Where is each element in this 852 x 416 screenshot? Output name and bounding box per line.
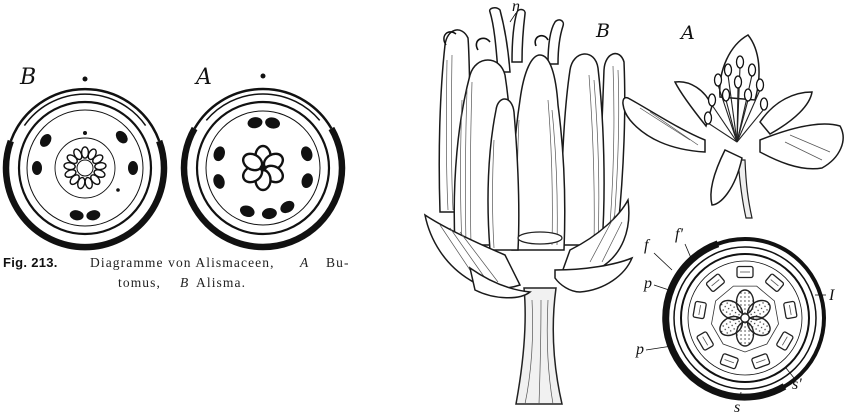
petal-lower — [711, 150, 742, 205]
leader-line — [685, 244, 691, 258]
label-f: f — [644, 237, 651, 254]
receptacle-cup — [518, 232, 562, 244]
receptacle-center — [741, 314, 749, 322]
anther — [749, 64, 756, 76]
label-p: p — [643, 275, 652, 292]
stamen-mark — [113, 129, 130, 146]
leader-line — [654, 253, 672, 270]
figure-caption: Fig. 213. Diagramme von Alismaceen, A Bu- t… — [3, 255, 350, 290]
style-filament — [548, 20, 563, 64]
anther — [757, 79, 764, 91]
caption-text: Diagramme von Alismaceen, — [90, 255, 275, 270]
small-dot — [116, 188, 120, 192]
stamen-mark — [212, 173, 227, 191]
caption-italic-letter: A — [299, 255, 309, 270]
diagram-a-label: A — [194, 65, 212, 90]
flower-stem — [738, 160, 752, 218]
axis-dot — [261, 74, 266, 79]
anther — [723, 89, 730, 101]
stamen-mark — [299, 145, 314, 163]
anther — [715, 74, 722, 86]
stamen-mark — [238, 203, 256, 218]
caption-line-2: tomus, B Alisma. — [118, 275, 246, 290]
flower-stem — [516, 288, 562, 404]
caption-text: tomus, — [118, 275, 161, 290]
anther — [705, 112, 712, 124]
stamen-mark — [261, 207, 277, 220]
flower-a-label: A — [679, 22, 695, 44]
label-p-lower: p — [635, 341, 644, 358]
stamen-mark — [128, 161, 138, 175]
stamen-mark — [278, 198, 297, 215]
stamen-mark — [300, 172, 315, 189]
curled-tip — [535, 36, 548, 46]
diagram-a-organs — [212, 116, 315, 220]
stamen-mark — [264, 116, 281, 130]
caption-italic-letter: B — [180, 275, 188, 290]
carpel-outline — [82, 147, 89, 158]
flower-drawing-b: n B — [425, 0, 632, 404]
style-filament — [512, 10, 525, 62]
stamen-mark — [86, 209, 102, 221]
label-f-prime: f' — [675, 226, 683, 243]
caption-line-1: Fig. 213. Diagramme von Alismaceen, A Bu- — [3, 255, 350, 270]
floral-diagram-a: A — [184, 65, 342, 247]
diagram-b-organs — [32, 129, 138, 222]
caption-text: Bu- — [326, 255, 350, 270]
leader-line — [654, 285, 669, 290]
stamen-mark — [212, 145, 227, 163]
stamen-mark — [38, 132, 54, 149]
label-s: s — [734, 399, 740, 416]
label-i: I — [828, 287, 835, 304]
flower-drawing-a: A — [623, 22, 843, 218]
cross-section-organs — [693, 267, 797, 370]
receptacle-center — [260, 165, 267, 172]
floral-diagram-b: B — [6, 65, 164, 247]
anther — [737, 56, 744, 68]
receptacle-center — [77, 160, 93, 176]
flower-b-label: B — [595, 20, 610, 42]
diagram-b-label: B — [19, 65, 36, 90]
anther — [709, 94, 716, 106]
curled-tip — [476, 38, 490, 50]
axis-dot — [83, 77, 88, 82]
anther — [761, 98, 768, 110]
label-s-prime: s' — [792, 376, 802, 393]
stamen-mark — [247, 116, 264, 129]
stamen-mark — [32, 161, 42, 175]
caption-text: Alisma. — [196, 275, 246, 290]
cross-section-diagram: f f' p p I s' s — [635, 226, 835, 416]
small-dot — [83, 131, 87, 135]
anther — [745, 89, 752, 101]
anther — [725, 64, 732, 76]
anther — [735, 76, 742, 88]
stamen-mark — [69, 209, 85, 221]
figure-number: Fig. 213. — [3, 255, 58, 270]
